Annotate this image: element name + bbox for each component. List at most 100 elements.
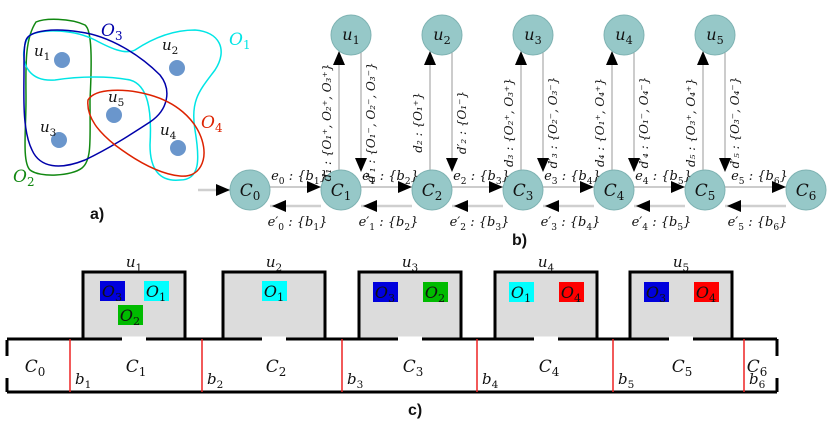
graph-node-label-C5: C5	[695, 181, 716, 203]
venn-label-u1: u1	[34, 42, 50, 63]
object-tag-o2	[118, 305, 143, 325]
backward-arrow-icon	[727, 200, 741, 212]
backward-edge-label: e′0 : {b1}	[268, 215, 328, 233]
room-label-u2: u2	[266, 253, 282, 274]
graph-node-C4	[593, 169, 635, 211]
room-label-u5: u5	[673, 253, 689, 274]
object-tag-o1	[509, 282, 534, 302]
forward-edge-label: e4 : {b5}	[635, 169, 692, 187]
object-label-o2: O2	[120, 306, 140, 328]
down-edge-label: d′₄ : {O₁⁻, O₄⁻}	[637, 77, 651, 169]
up-edge-label: d₂ : {O₁⁺}	[411, 92, 425, 152]
graph-node-label-u3: u3	[524, 25, 541, 47]
boundary-label-b6: b6	[749, 370, 766, 391]
forward-edge-label: e1 : {b2}	[362, 169, 419, 187]
venn-label-o3: O3	[101, 21, 123, 43]
room-label-u3: u3	[402, 253, 418, 274]
panel-label-a: a)	[90, 206, 104, 223]
corridor-label-c1: C1	[126, 357, 147, 379]
graph-node-C0	[229, 169, 271, 211]
up-arrow-icon	[697, 51, 709, 65]
object-tag-o3	[100, 281, 125, 301]
graph-node-label-u2: u2	[433, 25, 450, 47]
corridor-label-c6: C6	[747, 357, 768, 379]
up-arrow-icon	[424, 51, 436, 65]
corridor-label-c4: C4	[539, 357, 560, 379]
user-dot-u4	[170, 140, 186, 156]
backward-arrow-icon	[454, 200, 468, 212]
graph-node-C5	[684, 169, 726, 211]
backward-edge-label: e′4 : {b5}	[632, 215, 692, 233]
graph-node-label-C1: C1	[331, 181, 352, 203]
object-label-o3: O3	[102, 282, 122, 304]
up-edge-label: d₃ : {O₂⁺, O₃⁺}	[502, 78, 516, 167]
object-tag-o1	[144, 281, 169, 301]
backward-edge-label: e′1 : {b2}	[359, 215, 419, 233]
forward-arrow-icon	[671, 181, 685, 193]
corridor-label-c5: C5	[672, 357, 693, 379]
region-o1	[22, 29, 222, 181]
forward-arrow-icon	[398, 181, 412, 193]
corridor-label-c2: C2	[266, 357, 287, 379]
graph-node-label-u5: u5	[706, 25, 723, 47]
boundary-label-b1: b1	[75, 370, 91, 391]
boundary-label-b4: b4	[482, 370, 499, 391]
down-arrow-icon	[719, 158, 731, 172]
backward-arrow-icon	[363, 200, 377, 212]
corridor-label-c3: C3	[403, 357, 424, 379]
backward-arrow-icon	[545, 200, 559, 212]
up-arrow-icon	[606, 51, 618, 65]
down-arrow-icon	[537, 158, 549, 172]
object-tag-o2	[423, 282, 448, 302]
object-tag-o3	[644, 282, 669, 302]
object-label-o4: O4	[561, 283, 581, 305]
object-label-o1: O1	[511, 283, 531, 305]
forward-edge-label: e5 : {b6}	[731, 169, 788, 187]
region-o4	[87, 89, 205, 177]
graph-node-label-C0: C0	[240, 181, 261, 203]
up-edge-label: d₁ : {O₁⁺, O₂⁺, O₃⁺}	[320, 64, 334, 182]
boundary-label-b2: b2	[207, 370, 223, 391]
object-tag-o3	[373, 282, 398, 302]
panel-a-venn: u1 u2 u3 u4 u5 O1 O2 O3 O4 a)	[13, 18, 251, 223]
forward-arrow-icon	[580, 181, 594, 193]
boundary-label-b3: b3	[347, 370, 363, 391]
object-label-o4: O4	[696, 283, 716, 305]
forward-edge-label: e2 : {b3}	[453, 169, 510, 187]
graph-node-u4	[603, 14, 645, 56]
backward-edge-label: e′3 : {b4}	[541, 215, 601, 233]
forward-edge-label: e3 : {b4}	[544, 169, 601, 187]
graph-node-u2	[421, 14, 463, 56]
user-dot-u2	[169, 60, 185, 76]
graph-node-label-C2: C2	[422, 181, 443, 203]
graph-node-label-C6: C6	[796, 181, 817, 203]
corridor-label-c0: C0	[25, 357, 46, 379]
backward-arrow-icon	[636, 200, 650, 212]
object-label-o2: O2	[425, 283, 445, 305]
forward-edge-label: e0 : {b1}	[271, 169, 328, 187]
down-edge-label: d′₁ : {O₁⁻, O₂⁻, O₃⁻}	[364, 62, 378, 182]
room-label-u4: u4	[538, 253, 555, 274]
forward-arrow-icon	[772, 181, 786, 193]
graph-node-C3	[502, 169, 544, 211]
down-edge-label: d′₅ : {O₃⁻, O₄⁻}	[728, 77, 742, 169]
venn-label-o2: O2	[13, 167, 35, 189]
user-dot-u5	[106, 107, 122, 123]
graph-node-C1	[320, 169, 362, 211]
graph-node-u5	[694, 14, 736, 56]
entry-arrow-icon	[216, 184, 230, 196]
venn-label-o4: O4	[201, 113, 223, 135]
region-o3	[23, 29, 168, 167]
region-o2	[24, 18, 92, 176]
forward-arrow-icon	[489, 181, 503, 193]
down-arrow-icon	[355, 158, 367, 172]
graph-node-C6	[785, 169, 827, 211]
venn-label-u5: u5	[108, 88, 124, 109]
venn-label-u4: u4	[160, 121, 177, 142]
up-arrow-icon	[515, 51, 527, 65]
object-label-o3: O3	[646, 283, 666, 305]
backward-arrow-icon	[272, 200, 286, 212]
user-dot-u3	[51, 132, 67, 148]
